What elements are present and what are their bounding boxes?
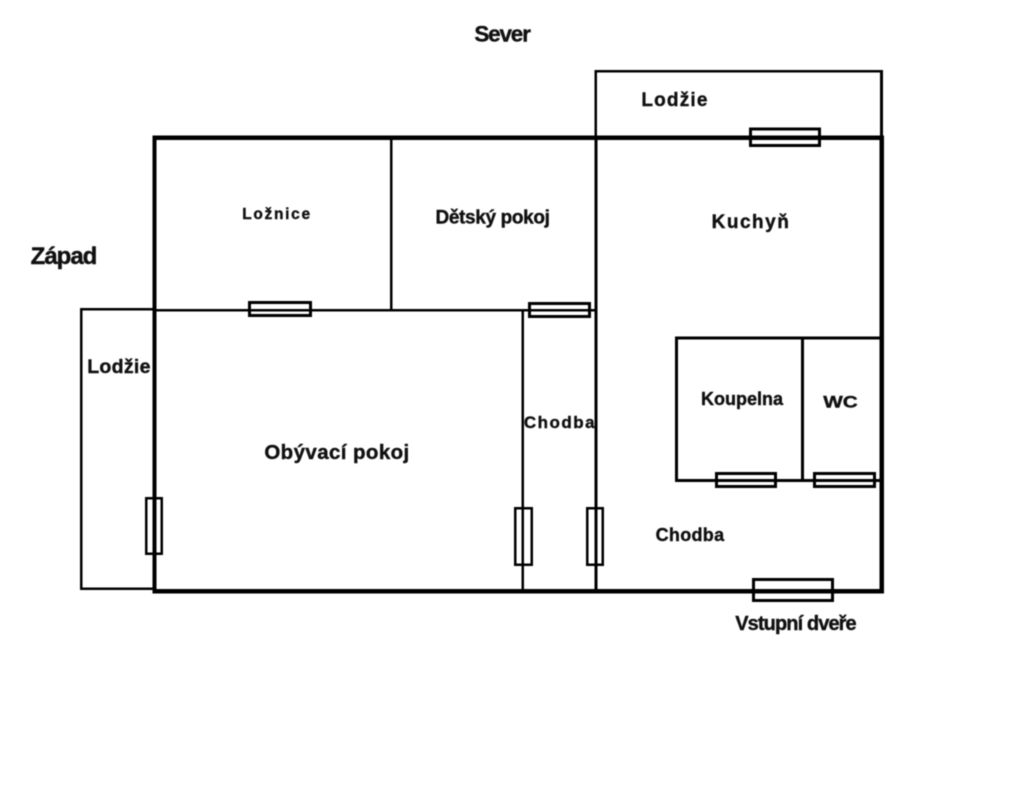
svg-text:Chodba: Chodba — [524, 413, 596, 432]
svg-text:Kuchyň: Kuchyň — [712, 212, 791, 233]
svg-text:Chodba: Chodba — [656, 525, 725, 545]
svg-text:Vstupní dveře: Vstupní dveře — [735, 613, 856, 635]
svg-text:WC: WC — [823, 393, 858, 412]
svg-text:Obývací pokoj: Obývací pokoj — [264, 441, 409, 464]
svg-text:Koupelna: Koupelna — [701, 389, 784, 409]
svg-text:Západ: Západ — [31, 243, 97, 270]
svg-text:Sever: Sever — [474, 22, 531, 47]
svg-text:Lodžie: Lodžie — [87, 356, 151, 378]
svg-text:Dětský pokoj: Dětský pokoj — [435, 208, 549, 229]
svg-text:Lodžie: Lodžie — [641, 90, 708, 111]
svg-text:Ložnice: Ložnice — [242, 206, 312, 223]
